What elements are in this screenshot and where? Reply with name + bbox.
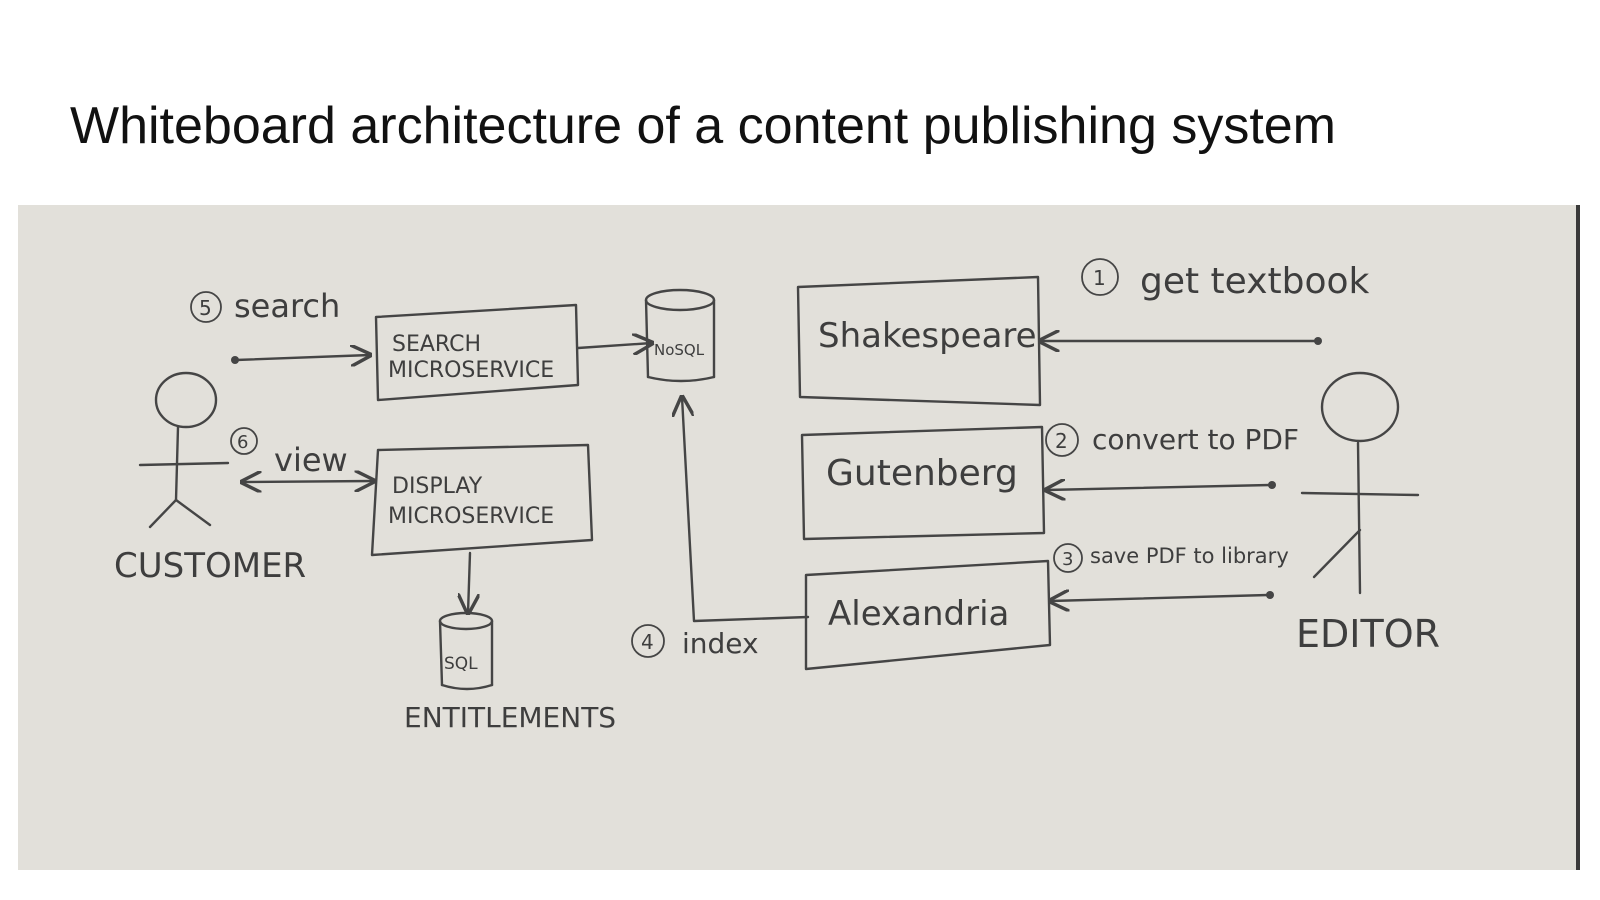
convert-to-pdf-arrow — [1046, 485, 1272, 490]
convert-to-pdf-arrow-start — [1268, 481, 1276, 489]
slide-title: Whiteboard architecture of a content pub… — [70, 97, 1337, 155]
step-3-number: 3 — [1062, 549, 1073, 570]
alexandria-box: Alexandria — [804, 559, 1052, 671]
display-box-line-2: MICROSERVICE — [388, 504, 554, 529]
sql-database: SQL — [438, 611, 494, 691]
alexandria-label: Alexandria — [828, 594, 1009, 634]
save-pdf-arrow — [1050, 595, 1270, 601]
nosql-database: NoSQL — [644, 288, 716, 383]
whiteboard: CUSTOMER 5 search SEARCH MICROSERVICE No… — [18, 205, 1580, 870]
search-to-nosql-arrow — [576, 343, 652, 348]
step-3-label: save PDF to library — [1090, 544, 1289, 568]
step-4-number: 4 — [641, 630, 654, 654]
search-box-line-1: SEARCH — [392, 332, 481, 357]
entitlements-label: ENTITLEMENTS — [404, 701, 616, 734]
index-arrow — [682, 397, 810, 623]
gutenberg-label: Gutenberg — [826, 453, 1018, 494]
step-2-number: 2 — [1055, 429, 1068, 453]
gutenberg-box: Gutenberg — [800, 425, 1046, 541]
customer-label: CUSTOMER — [114, 546, 306, 586]
architecture-diagram: CUSTOMER 5 search SEARCH MICROSERVICE No… — [114, 258, 1440, 734]
step-1-badge: 1 — [1081, 258, 1119, 296]
step-4-label: index — [682, 627, 759, 660]
step-4-badge: 4 — [631, 624, 665, 658]
save-pdf-arrow-start — [1266, 591, 1274, 599]
display-microservice-box: DISPLAY MICROSERVICE — [370, 443, 594, 557]
sql-label: SQL — [444, 654, 478, 674]
step-3-badge: 3 — [1053, 543, 1083, 573]
display-to-sql-arrow — [468, 551, 470, 613]
get-textbook-arrow-start — [1314, 337, 1322, 345]
step-6-label: view — [274, 441, 348, 479]
step-6-number: 6 — [237, 432, 248, 453]
search-box-line-2: MICROSERVICE — [388, 358, 554, 383]
search-microservice-box: SEARCH MICROSERVICE — [374, 303, 580, 402]
step-5-label: search — [234, 287, 340, 325]
step-1-label: get textbook — [1140, 261, 1370, 302]
nosql-label: NoSQL — [654, 341, 705, 359]
step-6-badge: 6 — [230, 427, 258, 455]
shakespeare-box: Shakespeare — [796, 275, 1042, 407]
editor-label: EDITOR — [1296, 612, 1440, 656]
step-2-badge: 2 — [1045, 423, 1079, 457]
view-arrow — [242, 481, 374, 482]
step-1-number: 1 — [1093, 266, 1106, 290]
editor-stick-figure — [1300, 371, 1420, 595]
step-5-number: 5 — [199, 296, 212, 320]
customer-stick-figure — [138, 371, 230, 529]
shakespeare-label: Shakespeare — [818, 316, 1037, 356]
display-box-line-1: DISPLAY — [392, 474, 483, 499]
step-5-badge: 5 — [190, 291, 222, 323]
step-2-label: convert to PDF — [1092, 423, 1299, 456]
search-arrow — [234, 355, 370, 360]
